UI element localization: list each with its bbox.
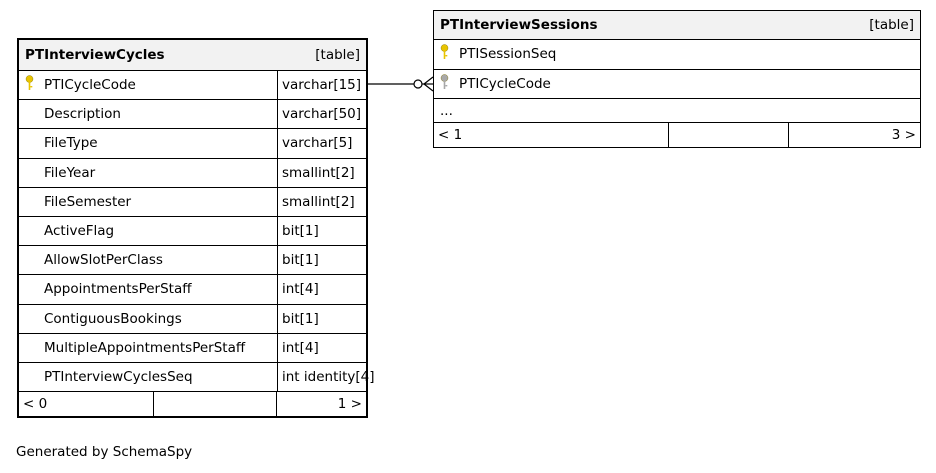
- column-type: int[4]: [277, 275, 366, 304]
- column-name: ActiveFlag: [44, 223, 115, 240]
- column-name: PTISessionSeq: [459, 46, 557, 63]
- column-row: FileType varchar[5]: [19, 129, 366, 159]
- column-row: FileSemester smallint[2]: [19, 187, 366, 217]
- column-type: smallint[2]: [277, 158, 366, 187]
- table-header: PTInterviewSessions [table]: [434, 11, 920, 40]
- table-name: PTInterviewCycles: [25, 47, 165, 63]
- column-name: MultipleAppointmentsPerStaff: [44, 339, 246, 356]
- column-row: ActiveFlag bit[1]: [19, 217, 366, 247]
- column-row: PTISessionSeq: [434, 40, 920, 70]
- column-name: AllowSlotPerClass: [44, 252, 163, 269]
- column-name: PTICycleCode: [459, 75, 551, 92]
- column-row: Description varchar[50]: [19, 100, 366, 130]
- table-kind: [table]: [869, 17, 914, 33]
- parents-count[interactable]: < 0: [23, 396, 48, 412]
- crowfoot-lower: [423, 83, 434, 92]
- table-header: PTInterviewCycles [table]: [19, 40, 366, 71]
- column-row: FileYear smallint[2]: [19, 158, 366, 188]
- table-name: PTInterviewSessions: [440, 17, 598, 33]
- column-type: bit[1]: [277, 304, 366, 333]
- column-type: int identity[4]: [277, 363, 375, 392]
- column-name: FileSemester: [44, 193, 132, 210]
- footer-spacer: [668, 123, 789, 147]
- column-name: FileType: [44, 135, 98, 152]
- column-type: int[4]: [277, 333, 366, 362]
- column-row: AllowSlotPerClass bit[1]: [19, 246, 366, 276]
- column-row: PTICycleCode: [434, 70, 920, 99]
- column-name: AppointmentsPerStaff: [44, 281, 192, 298]
- column-name: Description: [44, 106, 121, 123]
- column-row: PTICycleCode varchar[15]: [19, 71, 366, 101]
- table-kind: [table]: [315, 47, 360, 63]
- parents-count[interactable]: < 1: [438, 127, 463, 143]
- generated-by-label: Generated by SchemaSpy: [16, 444, 193, 460]
- column-name: PTInterviewCyclesSeq: [44, 369, 193, 386]
- children-count[interactable]: 1 >: [276, 392, 366, 416]
- column-type: smallint[2]: [277, 187, 366, 216]
- column-row: MultipleAppointmentsPerStaff int[4]: [19, 333, 366, 363]
- table-footer: < 0 1 >: [19, 392, 366, 416]
- column-type: varchar[50]: [277, 100, 366, 129]
- table-footer: < 1 3 >: [434, 123, 920, 147]
- column-type: varchar[5]: [277, 129, 366, 158]
- column-row: ContiguousBookings bit[1]: [19, 304, 366, 334]
- column-type: bit[1]: [277, 246, 366, 275]
- footer-spacer: [153, 392, 277, 416]
- column-name: PTICycleCode: [44, 77, 136, 94]
- children-count[interactable]: 3 >: [788, 123, 920, 147]
- column-row: PTInterviewCyclesSeq int identity[4]: [19, 363, 375, 393]
- more-columns-row: ...: [434, 99, 920, 123]
- column-name: ContiguousBookings: [44, 310, 182, 327]
- more-columns-indicator: ...: [440, 102, 453, 119]
- key-icon: [440, 44, 449, 64]
- key-icon: [25, 75, 34, 95]
- key-icon: [440, 73, 449, 94]
- column-type: bit[1]: [277, 217, 366, 246]
- zero-optional-marker: [413, 79, 423, 89]
- table-ptinterviewcycles[interactable]: PTInterviewCycles [table] PTICycleCode va…: [17, 38, 375, 418]
- table-ptinterviewsessions[interactable]: PTInterviewSessions [table] PTISessionSe…: [433, 10, 921, 148]
- crowfoot-upper: [423, 76, 434, 85]
- column-row: AppointmentsPerStaff int[4]: [19, 275, 366, 305]
- column-name: FileYear: [44, 164, 96, 181]
- column-type: varchar[15]: [277, 71, 366, 100]
